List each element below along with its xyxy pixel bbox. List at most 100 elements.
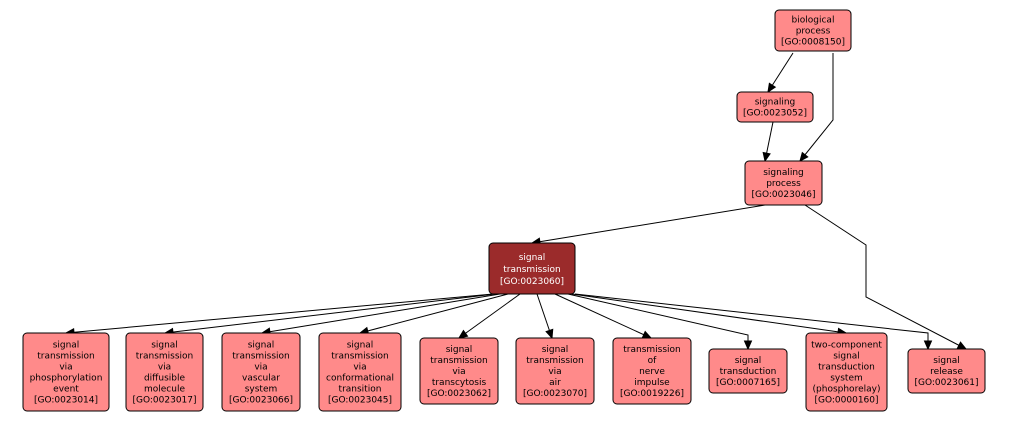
edge-line	[804, 204, 967, 350]
edge-line	[65, 293, 494, 334]
node-label-line: signal	[735, 356, 762, 366]
node-go-0023014[interactable]: signaltransmissionviaphosphorylationeven…	[22, 332, 110, 412]
node-label-line: [GO:0023061]	[914, 378, 978, 388]
arrowhead-icon	[743, 340, 753, 351]
node-box[interactable]	[515, 337, 595, 405]
node-go-0023017[interactable]: signaltransmissionviadiffusiblemolecule[…	[125, 332, 204, 412]
edge-line	[261, 293, 501, 334]
node-label-line: molecule	[144, 385, 185, 395]
node-label-line: signal	[519, 253, 546, 263]
node-box[interactable]	[488, 242, 576, 295]
node-label-line: signal	[53, 341, 80, 351]
arrowhead-icon	[762, 151, 771, 163]
edge-line	[458, 293, 521, 339]
node-label-line: signaling	[755, 98, 796, 108]
edge-go-0023060-to-go-0023062	[457, 293, 521, 339]
node-box[interactable]	[805, 332, 888, 412]
node-label-line: [GO:0007165]	[716, 378, 780, 388]
node-box[interactable]	[125, 332, 204, 412]
node-label-line: process	[766, 179, 801, 189]
node-box[interactable]	[22, 332, 110, 412]
node-label-line: via	[452, 367, 465, 377]
node-label-line: transmission	[430, 356, 488, 366]
node-label-line: conformational	[326, 374, 394, 384]
node-label-line: signal	[833, 352, 860, 362]
node-go-0000160[interactable]: two-componentsignaltransductionsystem(ph…	[805, 332, 888, 412]
node-box[interactable]	[708, 348, 788, 394]
node-go-0023060[interactable]: signal transmission [GO:0023060]	[488, 242, 576, 295]
node-label-line: [GO:0023066]	[229, 396, 293, 406]
node-box[interactable]	[221, 332, 301, 412]
node-box[interactable]	[774, 9, 852, 52]
node-box[interactable]	[318, 332, 402, 412]
node-label-line: via	[59, 363, 72, 373]
arrowhead-icon	[923, 340, 933, 351]
node-label-line: air	[549, 378, 561, 388]
node-label-line: biological	[792, 16, 835, 26]
node-label-line: two-component	[811, 341, 882, 351]
edge-line	[554, 293, 652, 339]
node-label-line: [GO:0023017]	[132, 396, 196, 406]
node-label-line: transduction	[818, 363, 875, 373]
arrowhead-icon	[545, 328, 554, 340]
node-box[interactable]	[907, 348, 986, 394]
edge-go-0023060-to-go-0007165	[567, 293, 753, 351]
node-label-line: phosphorylation	[30, 374, 103, 384]
node-label-line: event	[53, 385, 79, 395]
edge-line	[799, 53, 834, 162]
node-box[interactable]	[744, 160, 823, 206]
node-label-line: system	[245, 385, 278, 395]
edge-go-0008150-to-go-0023046	[799, 53, 834, 162]
edge-go-0023052-to-go-0023046	[762, 121, 774, 163]
edge-go-0023060-to-go-0023070	[536, 293, 554, 340]
edges-layer	[64, 52, 968, 351]
node-label-line: transmission	[526, 356, 584, 366]
node-label-line: transmission	[331, 352, 389, 362]
node-label-line: signal	[446, 345, 473, 355]
node-box[interactable]	[736, 91, 814, 123]
nodes-layer: biologicalprocess[GO:0008150]signaling[G…	[22, 9, 986, 412]
node-label-line: diffusible	[144, 374, 186, 384]
node-label-line: [GO:0023045]	[328, 396, 392, 406]
node-label-line: nerve	[639, 367, 665, 377]
edge-go-0023060-to-go-0000160	[571, 293, 848, 337]
node-box[interactable]	[419, 337, 499, 405]
edge-line	[164, 293, 496, 334]
node-label-line: via	[353, 363, 366, 373]
node-label-line: [GO:0019226]	[620, 389, 684, 399]
node-label-line: [GO:0023052]	[743, 109, 807, 119]
node-go-0023066[interactable]: signaltransmissionviavascularsystem[GO:0…	[221, 332, 301, 412]
node-label-line: release	[930, 367, 963, 377]
arrowhead-icon	[767, 82, 777, 94]
node-label-line: signal	[151, 341, 178, 351]
node-label-line: transition	[339, 385, 382, 395]
node-label-line: via	[158, 363, 171, 373]
node-go-0023045[interactable]: signaltransmissionviaconformationaltrans…	[318, 332, 402, 412]
node-label-line: [GO:0023060]	[500, 277, 564, 287]
edge-go-0023060-to-go-0023017	[163, 293, 496, 337]
node-label-line: signal	[347, 341, 374, 351]
edge-go-0008150-to-go-0023052	[767, 52, 794, 94]
node-label-line: transmission	[623, 345, 681, 355]
node-go-0023052[interactable]: signaling[GO:0023052]	[736, 91, 814, 123]
edge-go-0023046-to-go-0023061	[804, 204, 968, 350]
node-label-line: [GO:0023062]	[427, 389, 491, 399]
node-label-line: (phosphorelay)	[813, 385, 881, 395]
node-label-line: transmission	[136, 352, 194, 362]
edge-go-0023046-to-go-0023060	[530, 204, 766, 246]
node-label-line: transmission	[232, 352, 290, 362]
node-label-line: system	[830, 374, 863, 384]
node-box[interactable]	[612, 337, 692, 405]
arrowhead-icon	[641, 330, 653, 339]
node-go-0023062[interactable]: signaltransmissionviatranscytosis[GO:002…	[419, 337, 499, 405]
node-label-line: signal	[933, 356, 960, 366]
node-label-line: [GO:0023014]	[34, 396, 98, 406]
node-label-line: transmission	[503, 265, 561, 275]
